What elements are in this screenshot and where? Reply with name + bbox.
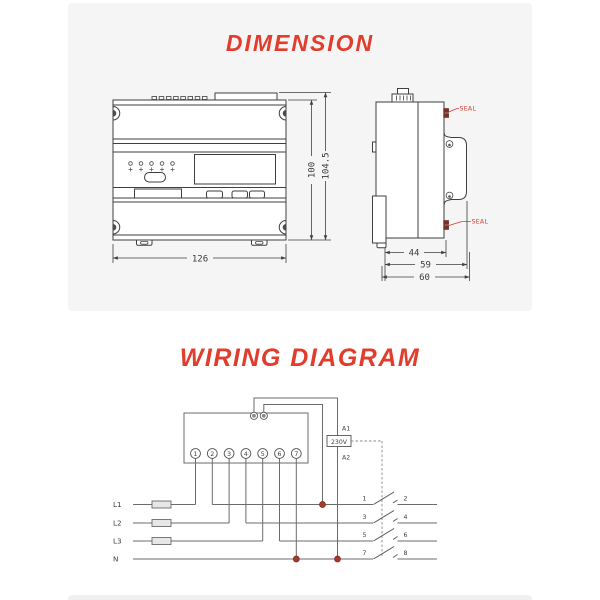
side-dimension-lines [381, 201, 470, 281]
wiring-diagram: 1 2 3 4 5 6 7 230V A1 A2 [113, 397, 437, 564]
front-view: 126 100 104.5 [112, 92, 332, 265]
contact-pole [373, 528, 437, 542]
vent-slots [151, 96, 208, 100]
led-indicators [128, 161, 175, 172]
terminal-number: 2 [210, 451, 214, 458]
top-connector [391, 93, 414, 103]
seal-marks [443, 108, 449, 230]
terminal-number: 7 [294, 451, 298, 458]
din-clip-foot [376, 242, 387, 249]
fuses [151, 500, 172, 545]
oval-button [144, 172, 166, 183]
lcd-display [194, 154, 276, 185]
front-buttons [206, 190, 265, 199]
aux-terminal-wires [253, 397, 338, 559]
supply-lines [133, 504, 373, 560]
meter-terminals: 1 2 3 4 5 6 7 [190, 448, 302, 459]
flange-screws [445, 140, 454, 200]
dim-width-126: 126 [192, 255, 208, 265]
seal-leader-bottom [448, 221, 471, 226]
contactor [373, 491, 437, 560]
mechanical-link [351, 440, 383, 557]
dim-height-104-5: 104.5 [322, 152, 332, 179]
input-label-l1: L1 [113, 500, 122, 509]
dim-depth-59: 59 [420, 261, 431, 271]
next-section-edge [68, 595, 532, 600]
side-flange [443, 130, 467, 208]
coil-voltage: 230V [331, 439, 348, 446]
front-dimension-lines [112, 92, 331, 263]
terminal-number: 4 [244, 451, 248, 458]
din-clip [372, 195, 387, 244]
contact-label: 5 [363, 532, 367, 539]
connector-pins [396, 95, 411, 101]
dim-height-100: 100 [308, 162, 318, 178]
contact-pole [373, 491, 437, 505]
aux-terminals [249, 411, 268, 420]
label-window [134, 188, 182, 199]
input-label-l3: L3 [113, 537, 122, 546]
dim-depth-60: 60 [419, 273, 430, 283]
terminal-number: 6 [278, 451, 282, 458]
contact-pole [373, 510, 437, 524]
contact-label: 7 [363, 550, 367, 557]
dim-depth-44: 44 [409, 249, 420, 259]
contact-label: 8 [404, 550, 408, 557]
corner-clips [112, 105, 287, 235]
rail-step [372, 141, 377, 153]
seal-leader-top [448, 108, 459, 113]
junction-dots [292, 501, 341, 563]
contact-numbers: 1 2 3 4 5 6 7 8 [363, 496, 408, 558]
input-label-l2: L2 [113, 519, 122, 528]
terminal-drop-wires [195, 458, 297, 559]
contact-label: 2 [404, 496, 408, 503]
top-tab [214, 92, 278, 101]
contact-pole [373, 546, 437, 560]
contact-label: 4 [404, 514, 408, 521]
dimension-title: DIMENSION [225, 30, 375, 56]
terminal-number: 3 [227, 451, 231, 458]
contact-label: 1 [363, 496, 367, 503]
terminal-number: 5 [261, 451, 265, 458]
top-connector-cap [397, 88, 409, 95]
contact-label: 6 [404, 532, 408, 539]
input-label-n: N [113, 555, 118, 564]
coil-a2-label: A2 [342, 455, 350, 462]
side-view: SEAL SEAL 44 59 60 [372, 88, 489, 283]
din-feet [136, 239, 268, 246]
contact-label: 3 [363, 514, 367, 521]
wiring-title: WIRING DIAGRAM [179, 344, 421, 372]
coil-a1-label: A1 [342, 426, 350, 433]
terminal-number: 1 [194, 451, 198, 458]
meter-side-body [375, 101, 445, 239]
seal-label-top: SEAL [460, 106, 477, 113]
seal-label-bottom: SEAL [472, 219, 489, 226]
